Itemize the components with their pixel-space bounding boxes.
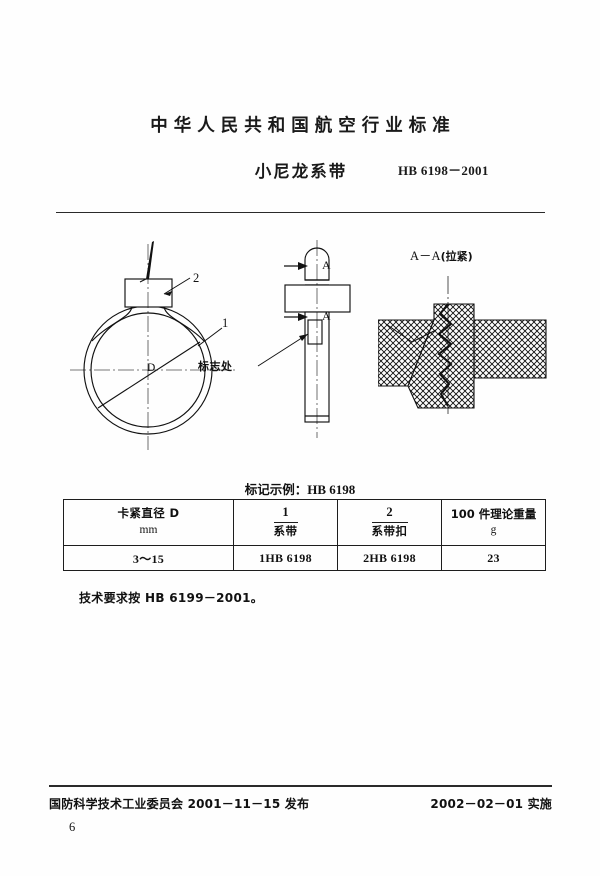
leader-line-buckle: [163, 277, 191, 295]
technical-drawing-group: 2 1 D: [0, 238, 600, 463]
fraction-strap-denominator: 系带: [273, 523, 298, 538]
section-label-top-A: A: [322, 258, 331, 272]
footer-effective-date: 2002－02－01 实施: [430, 797, 552, 811]
document-number: HB 6198－2001: [398, 163, 489, 178]
marking-example-value: HB 6198: [307, 482, 356, 497]
table-row: 3～15 1HB 6198 2HB 6198 23: [63, 545, 546, 571]
specification-table: 卡紧直径 D mm 1 系带 2 系带扣 100 件理论重量: [63, 499, 546, 571]
section-label-bottom-A: A: [322, 309, 331, 323]
marking-location-label: 标志处: [198, 360, 233, 373]
header-weight-unit: g: [490, 523, 497, 536]
section-aa-drawing: [378, 276, 547, 414]
ratchet-teeth: [437, 303, 453, 407]
section-title-prefix: A－A: [410, 249, 441, 263]
header-weight-title: 100 件理论重量: [450, 506, 537, 521]
section-strap-right: [473, 319, 547, 379]
diameter-label-D: D: [147, 362, 156, 374]
header-cell-buckle: 2 系带扣: [337, 499, 442, 546]
header-cell-weight: 100 件理论重量 g: [441, 499, 546, 546]
header-diameter-title: 卡紧直径 D: [117, 506, 180, 521]
section-arrow-bottom: [284, 313, 308, 321]
fraction-buckle: 2 系带扣: [371, 505, 408, 538]
cell-strap-value: 1HB 6198: [233, 545, 338, 571]
marking-example: 标记示例：HB 6198: [0, 479, 600, 498]
page-title: 小尼龙系带: [254, 162, 348, 181]
leader-line-strap: [197, 327, 223, 347]
header-divider: [56, 212, 545, 213]
technical-requirement-note: 技术要求按 HB 6199－2001。: [79, 591, 264, 605]
header-cell-strap: 1 系带: [233, 499, 338, 546]
side-view-drawing: [257, 240, 351, 438]
standard-authority-title: 中华人民共和国航空行业标准: [150, 116, 456, 136]
section-view-title: A－A(拉紧): [410, 245, 473, 264]
fraction-strap-numerator: 1: [273, 505, 298, 523]
marking-example-label: 标记示例：: [244, 482, 308, 497]
footer-issuer: 国防科学技术工业委员会 2001－11－15 发布: [49, 797, 310, 811]
cell-weight-value: 23: [441, 545, 546, 571]
leader-line-marking: [257, 333, 309, 367]
header-cell-diameter: 卡紧直径 D mm: [63, 499, 234, 546]
section-title-condition: (拉紧): [440, 250, 473, 263]
fraction-buckle-numerator: 2: [371, 505, 408, 523]
page-number: 6: [69, 820, 76, 834]
section-arrow-top: [284, 262, 308, 270]
table-header-row: 卡紧直径 D mm 1 系带 2 系带扣 100 件理论重量: [63, 499, 546, 546]
footer-divider: [49, 785, 552, 787]
callout-strap-1: 1: [222, 316, 229, 330]
header-diameter-unit: mm: [139, 523, 158, 536]
callout-buckle-2: 2: [193, 271, 200, 285]
front-view-drawing: [70, 241, 236, 450]
diameter-line: [97, 341, 201, 409]
fraction-buckle-denominator: 系带扣: [371, 523, 408, 538]
cell-diameter-value: 3～15: [63, 545, 234, 571]
cell-buckle-value: 2HB 6198: [337, 545, 442, 571]
fraction-strap: 1 系带: [273, 505, 298, 538]
